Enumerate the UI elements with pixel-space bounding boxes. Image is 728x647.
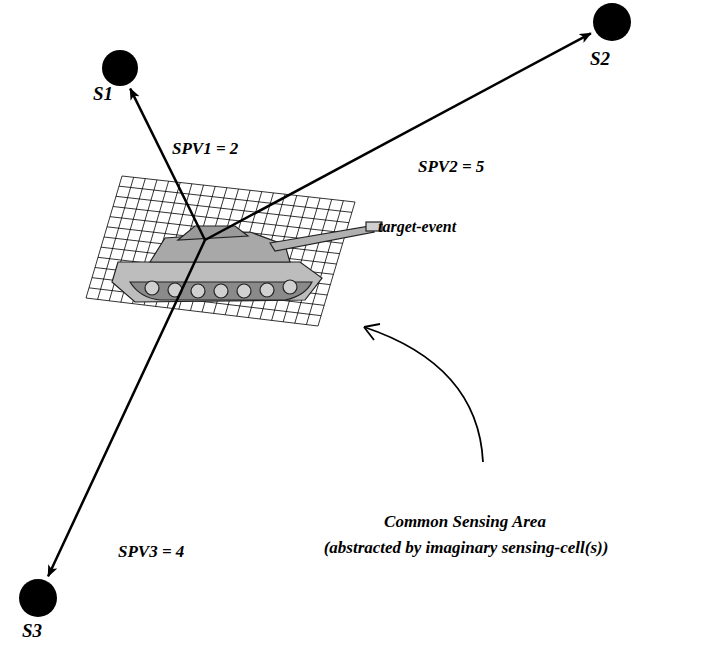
edge-label: SPV3 = 4 xyxy=(118,543,184,562)
target-area: target-event xyxy=(85,175,360,325)
connector-arrow xyxy=(48,240,205,576)
connector-arrow xyxy=(130,89,205,240)
target-label: target-event xyxy=(378,219,456,235)
sensor-name: S1 xyxy=(93,84,113,103)
sensor-dot xyxy=(593,3,631,41)
tank-picture xyxy=(112,222,382,302)
connector-arrow xyxy=(205,33,591,240)
sensor-dot xyxy=(102,50,138,86)
edge-label: SPV2 = 5 xyxy=(418,158,484,177)
sensor-dot xyxy=(19,579,57,617)
sensor-circle xyxy=(593,3,631,41)
sensor-name: S3 xyxy=(22,621,42,640)
sensor-node: S2 xyxy=(593,3,631,41)
callout-arrow xyxy=(364,324,483,462)
sensor-name: S2 xyxy=(590,49,610,68)
sensor-circle xyxy=(19,579,57,617)
annotation-text: (abstracted by imaginary sensing-cell(s)… xyxy=(324,539,609,558)
sensor-circle xyxy=(102,50,138,86)
annotation-text: Common Sensing Area xyxy=(384,513,546,532)
sensing-grid xyxy=(86,176,355,326)
sensor-node: S1 xyxy=(102,50,138,86)
sensor-node: S3 xyxy=(19,579,57,617)
edge-label: SPV1 = 2 xyxy=(172,140,238,159)
